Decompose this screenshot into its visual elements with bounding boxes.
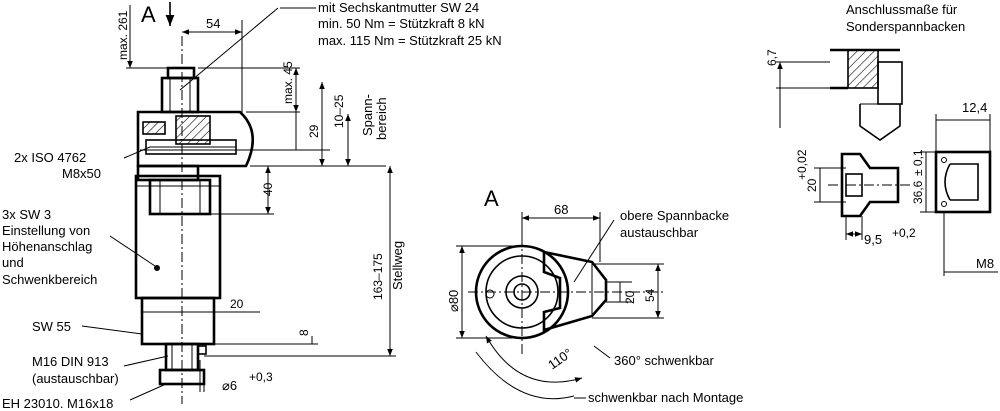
iso-note-1: 2x ISO 4762	[14, 150, 86, 165]
dim-8: 8	[297, 329, 311, 336]
view-a-title: A	[484, 186, 499, 211]
thread-m8: M8	[976, 256, 994, 271]
dim-54: 54	[206, 16, 220, 31]
main-side-view: A 54	[2, 0, 502, 411]
jaw-front	[840, 152, 900, 218]
dia6-label: ⌀6	[222, 378, 237, 393]
dim-10-25: 10–25	[332, 94, 346, 128]
dim-max-261: max. 261	[116, 10, 130, 60]
angle-110: 110°	[545, 345, 575, 372]
spannbereich-1: Spann-	[360, 94, 375, 136]
dia6-tol: +0,3	[249, 370, 273, 384]
dim-20-main: 20	[230, 297, 244, 311]
body-collar	[136, 164, 200, 182]
detail-title-1: Anschlussmaße für	[846, 2, 958, 17]
hex-nut	[160, 76, 200, 114]
detail-title-2: Sonderspannbacken	[846, 19, 965, 34]
nut-note-1: mit Sechskantmutter SW 24	[318, 0, 479, 15]
body-neck	[148, 178, 212, 216]
clamp-arm	[136, 110, 254, 168]
dim-20-view-a: 20	[623, 290, 637, 304]
jaw-note-2: austauschbar	[620, 225, 699, 240]
jaw-section	[847, 49, 879, 89]
m16-note-2: (austauschbar)	[32, 371, 119, 386]
dim-20-tol: +0,02	[795, 149, 809, 180]
sw3-note-2: Einstellung von	[2, 223, 90, 238]
stellweg-label: Stellweg	[390, 241, 405, 290]
dim-54-view-a: 54	[643, 288, 657, 302]
dim-9-5-tol: +0,2	[892, 226, 916, 240]
dim-29: 29	[307, 124, 321, 138]
sw3-note-3: Höhenanschlag	[2, 239, 92, 254]
swivel-after-mount: schwenkbar nach Montage	[588, 390, 743, 405]
spannbereich-2: bereich	[374, 97, 389, 140]
view-a-label: A	[141, 2, 156, 27]
sw3-note-1: 3x SW 3	[2, 207, 51, 222]
hex-nut-top	[166, 66, 196, 80]
dim-max-45: max. 45	[281, 61, 295, 104]
adapter-block	[934, 150, 992, 214]
dim-6-7: 6,7	[765, 49, 779, 66]
m16-note-1: M16 DIN 913	[32, 354, 109, 369]
dia80-label: ⌀80	[446, 290, 461, 312]
dim-20-detail: 20	[805, 178, 819, 192]
nut-note-2: min. 50 Nm = Stützkraft 8 kN	[318, 16, 485, 31]
dim-163-175: 163–175	[371, 253, 385, 300]
dim-68: 68	[554, 202, 568, 217]
sw3-note-5: Schwenkbereich	[2, 272, 97, 287]
dim-9-5: 9,5	[864, 232, 882, 247]
dim-40: 40	[261, 182, 275, 196]
dim-36-6: 36,6	[911, 180, 925, 204]
swivel-arc-110	[485, 335, 583, 383]
detail-view: Anschlussmaße für Sonderspannbacken 6,7 …	[765, 2, 998, 276]
sw55-label: SW 55	[32, 319, 71, 334]
eh-note: EH 23010. M16x18	[2, 396, 113, 411]
iso-note-2: M8x50	[62, 166, 101, 181]
adjust-screw-sw3	[154, 265, 160, 271]
view-a: A 68 ⌀80 20 54 110°	[446, 186, 743, 405]
upper-jaw	[542, 250, 608, 332]
swivel-360: 360° schwenkbar	[614, 353, 715, 368]
hex-sw55	[140, 296, 216, 346]
dim-36-6-tol: ± 0,1	[911, 149, 925, 176]
jaw-note-1: obere Spannbacke	[620, 208, 729, 223]
nut-note-3: max. 115 Nm = Stützkraft 25 kN	[318, 33, 502, 48]
sw3-note-4: und	[2, 255, 24, 270]
dim-12-4: 12,4	[962, 100, 987, 115]
cylinder-body	[134, 174, 222, 300]
